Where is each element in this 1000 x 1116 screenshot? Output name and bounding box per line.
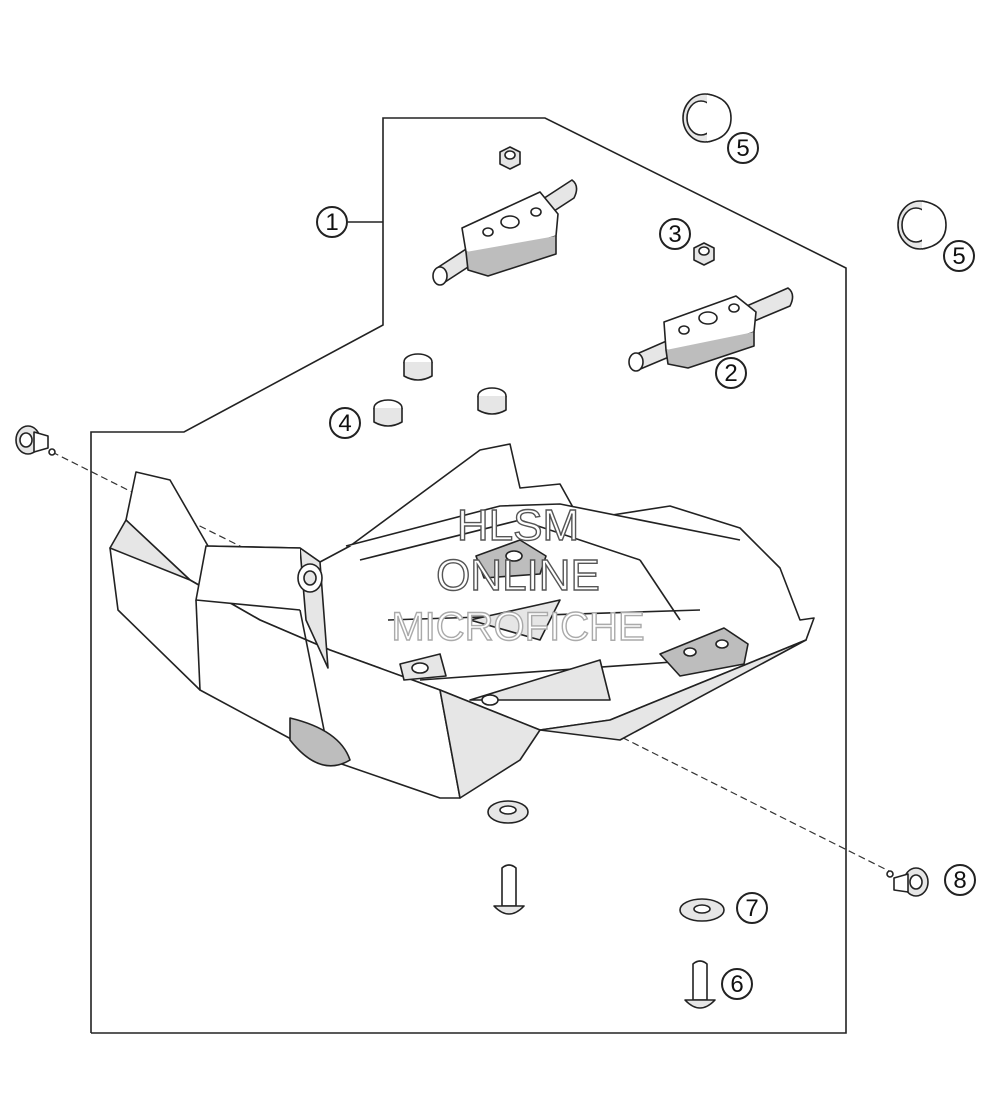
mounting-bracket-lower	[628, 287, 794, 372]
watermark: HLSM ONLINE MICROFICHE	[391, 500, 646, 649]
rubber-buffer-2	[373, 399, 403, 427]
callout-5-right: 5	[943, 240, 975, 272]
collar-bolt-right	[886, 867, 929, 897]
mounting-bracket-upper	[432, 179, 578, 286]
callout-2: 2	[715, 357, 747, 389]
callout-1: 1	[316, 206, 348, 238]
svg-text:6: 6	[730, 971, 743, 998]
callout-8: 8	[944, 864, 976, 896]
svg-text:5: 5	[952, 243, 965, 270]
screw-6	[684, 960, 716, 1009]
svg-text:1: 1	[325, 209, 338, 236]
watermark-line-1: HLSM	[457, 501, 579, 550]
svg-text:8: 8	[953, 867, 966, 894]
watermark-line-2: ONLINE	[436, 551, 600, 600]
washer-7	[679, 898, 725, 922]
callout-7: 7	[736, 892, 768, 924]
svg-text:5: 5	[736, 135, 749, 162]
svg-text:2: 2	[724, 360, 737, 387]
callout-6: 6	[721, 968, 753, 1000]
collar-bolt-left	[15, 425, 56, 456]
watermark-line-3: MICROFICHE	[391, 605, 644, 649]
grommet-upper	[682, 93, 732, 143]
washer-center	[487, 800, 529, 824]
screw-center	[493, 864, 525, 915]
rubber-buffer-1	[403, 353, 433, 381]
svg-text:7: 7	[745, 895, 758, 922]
rubber-buffer-3	[477, 387, 507, 415]
assembly-outline	[90, 117, 847, 1034]
svg-text:4: 4	[338, 410, 351, 437]
callout-4: 4	[329, 407, 361, 439]
svg-text:3: 3	[668, 221, 681, 248]
nut-middle	[693, 242, 715, 266]
callout-5-upper: 5	[727, 132, 759, 164]
grommet-right	[897, 200, 947, 250]
callout-3: 3	[659, 218, 691, 250]
skid-plate	[109, 443, 815, 799]
nut-upper	[499, 146, 521, 170]
